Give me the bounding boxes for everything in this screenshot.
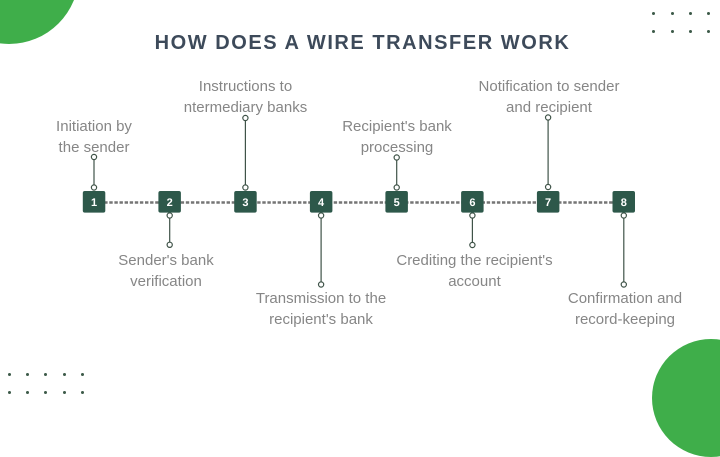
- svg-text:5: 5: [394, 197, 400, 209]
- svg-text:7: 7: [545, 197, 551, 209]
- svg-text:4: 4: [318, 197, 325, 209]
- svg-text:3: 3: [242, 197, 248, 209]
- svg-text:2: 2: [167, 197, 173, 209]
- svg-text:1: 1: [91, 197, 97, 209]
- svg-text:6: 6: [469, 197, 475, 209]
- svg-text:8: 8: [621, 197, 627, 209]
